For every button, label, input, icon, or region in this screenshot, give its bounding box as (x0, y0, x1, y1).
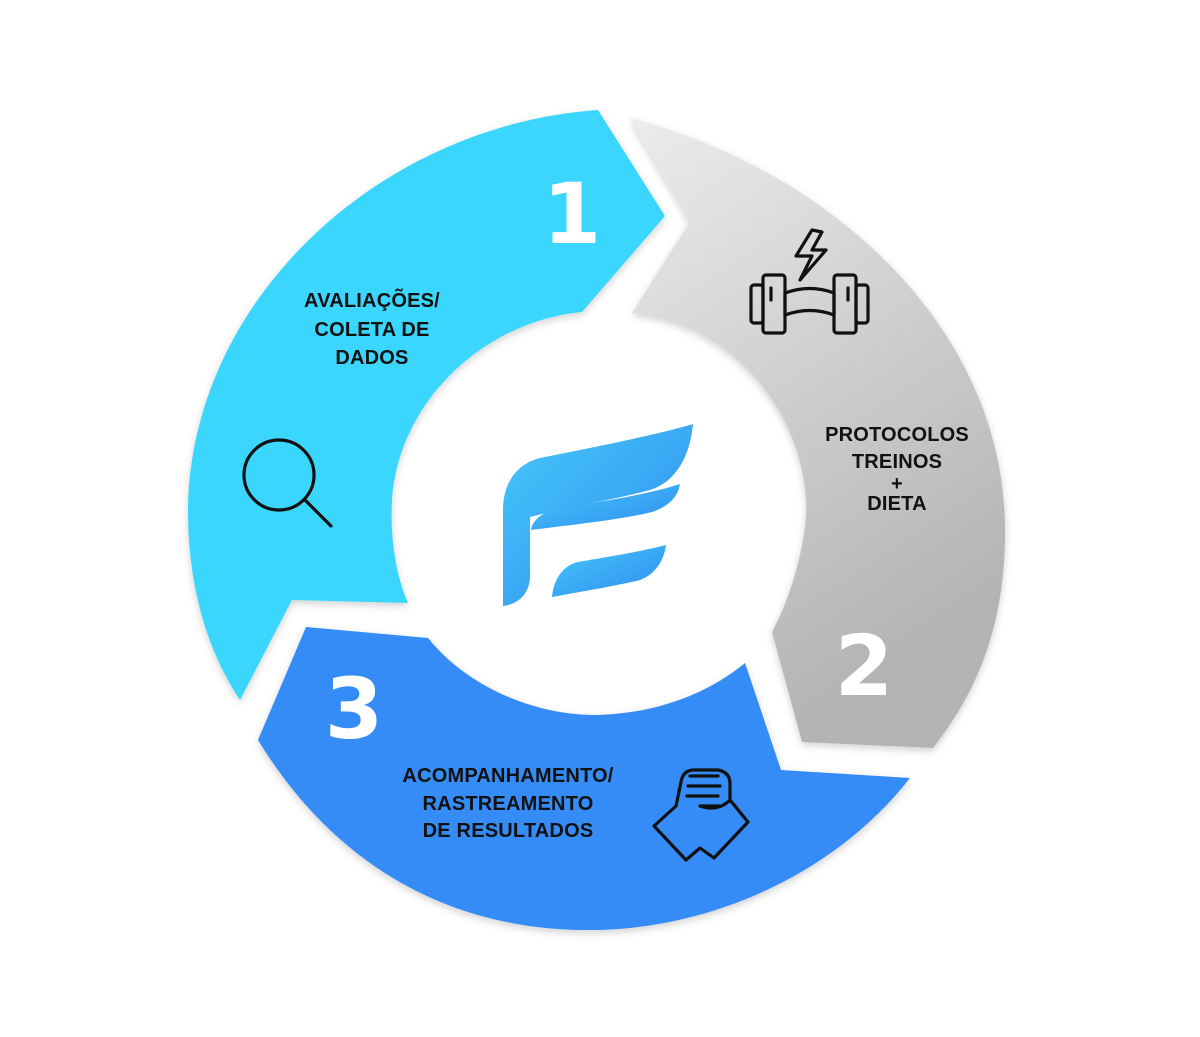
segment-1-cyan (188, 110, 665, 700)
step-2-label-line-4: DIETA (867, 493, 927, 515)
step-1-label-line-3: DADOS (335, 347, 408, 369)
step-3-label-line-1: ACOMPANHAMENTO/ (402, 765, 613, 787)
stylized-f-logo (503, 424, 693, 606)
segment-3-blue (258, 627, 910, 931)
step-1-label-line-2: COLETA DE (314, 319, 429, 341)
step-2-label-line-2: TREINOS (852, 451, 942, 473)
step-2-label-line-3: + (891, 473, 903, 495)
step-3-label-line-3: DE RESULTADOS (423, 820, 594, 842)
step-2-label-line-1: PROTOCOLOS (825, 424, 969, 446)
magnifier-icon (242, 438, 333, 528)
dumbbell-lightning-icon (749, 228, 870, 335)
handshake-icon (652, 768, 750, 862)
step-3-number: 3 (325, 660, 383, 758)
step-1-label-line-1: AVALIAÇÕES/ (304, 288, 440, 312)
segment-2-gray (630, 118, 1006, 748)
step-1-number: 1 (543, 165, 601, 263)
step-3-label-line-2: RASTREAMENTO (423, 793, 594, 815)
step-2-number: 2 (835, 617, 893, 715)
